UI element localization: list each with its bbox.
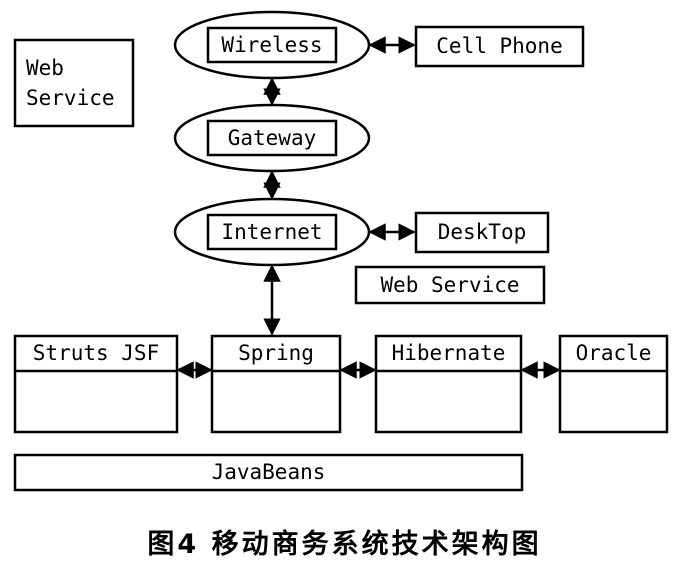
wireless-label: Wireless bbox=[221, 33, 323, 57]
desktop-label: DeskTop bbox=[437, 220, 527, 244]
web-service-note-label: Web Service bbox=[26, 56, 115, 110]
spring-box bbox=[210, 334, 342, 434]
javabeans-box bbox=[13, 453, 524, 492]
gateway-label: Gateway bbox=[227, 126, 317, 150]
cell-phone-label: Cell Phone bbox=[436, 34, 563, 58]
wireless-box bbox=[206, 26, 338, 64]
javabeans-label: JavaBeans bbox=[211, 460, 326, 484]
hibernate-box bbox=[374, 334, 523, 434]
internet-label: Internet bbox=[221, 220, 323, 244]
hibernate-label: Hibernate bbox=[391, 341, 506, 365]
figure-caption: 图4 移动商务系统技术架构图 bbox=[147, 529, 542, 560]
gateway-box bbox=[206, 119, 338, 157]
struts-jsf-box bbox=[13, 334, 179, 434]
struts-jsf-label: Struts JSF bbox=[32, 341, 160, 365]
cell-phone-box bbox=[414, 25, 585, 68]
oracle-box bbox=[558, 334, 669, 434]
spring-label: Spring bbox=[238, 341, 314, 365]
desktop-box bbox=[414, 211, 550, 254]
web-service-label: Web Service bbox=[380, 273, 520, 297]
oracle-label: Oracle bbox=[575, 341, 652, 365]
web-service-note-box bbox=[13, 38, 135, 128]
web-service-box bbox=[354, 265, 546, 305]
internet-box bbox=[206, 213, 338, 251]
